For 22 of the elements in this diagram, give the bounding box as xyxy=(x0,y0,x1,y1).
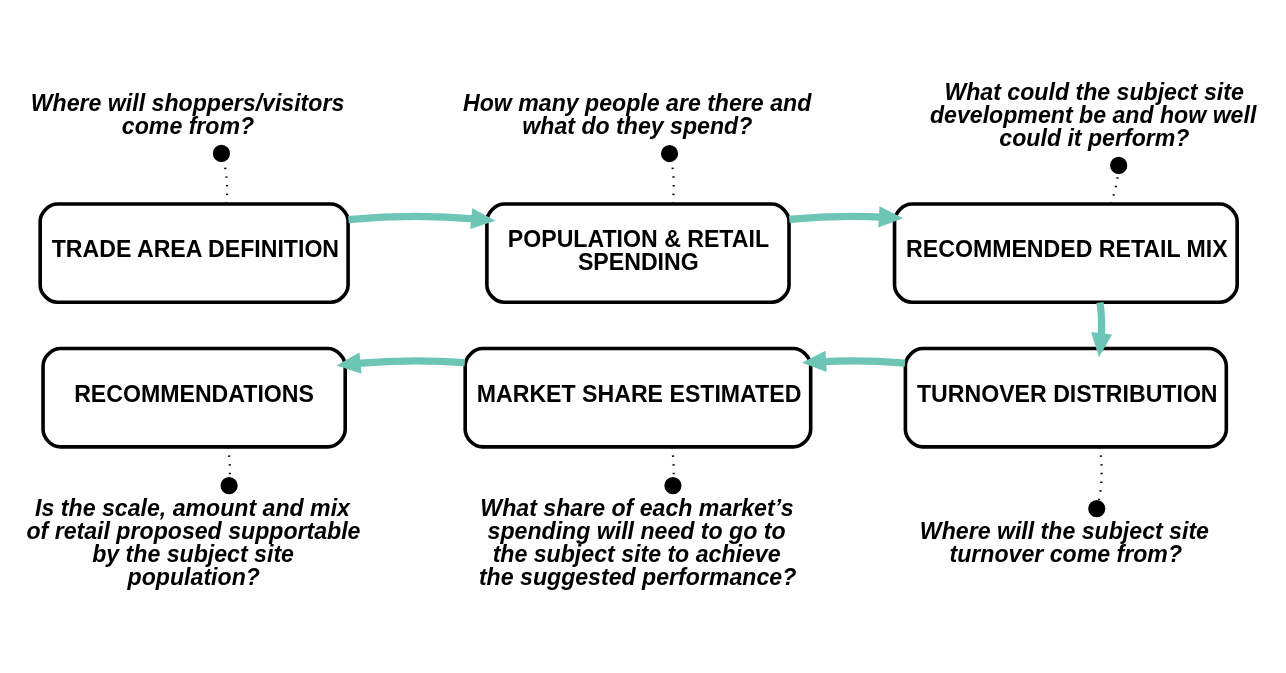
arrow xyxy=(801,350,906,372)
connector xyxy=(212,144,231,204)
node-text: Where will shoppers/visitors come from? xyxy=(30,89,345,139)
node-text: What could the subject site development be and how well could it perform? xyxy=(929,78,1257,151)
arrow xyxy=(1091,301,1113,357)
node-box: MARKET SHARE ESTIMATED xyxy=(463,346,813,449)
node-box: RECOMMENDED RETAIL MIX xyxy=(892,201,1239,304)
connector xyxy=(220,446,238,494)
node-text: How many people are there and what do they spend? xyxy=(463,89,812,139)
connector xyxy=(1088,446,1106,517)
node-box: TURNOVER DISTRIBUTION xyxy=(903,346,1229,449)
connector xyxy=(1109,156,1128,204)
arrow xyxy=(788,205,904,227)
node-text: What share of each market’s spending will need to go to the subject site to achieve the suggested performance? xyxy=(478,494,797,590)
node-text: Where will the subject site turnover come from? xyxy=(919,517,1209,567)
node-box: RECOMMENDATIONS xyxy=(41,346,347,449)
connector xyxy=(664,446,682,494)
node-box: POPULATION & RETAIL SPENDING xyxy=(485,201,791,304)
arrow xyxy=(336,352,466,374)
connector xyxy=(660,144,679,204)
node-box: TRADE AREA DEFINITION xyxy=(38,201,350,304)
node-text: Is the scale, amount and mix of retail proposed supportable by the subject site population? xyxy=(26,494,361,590)
